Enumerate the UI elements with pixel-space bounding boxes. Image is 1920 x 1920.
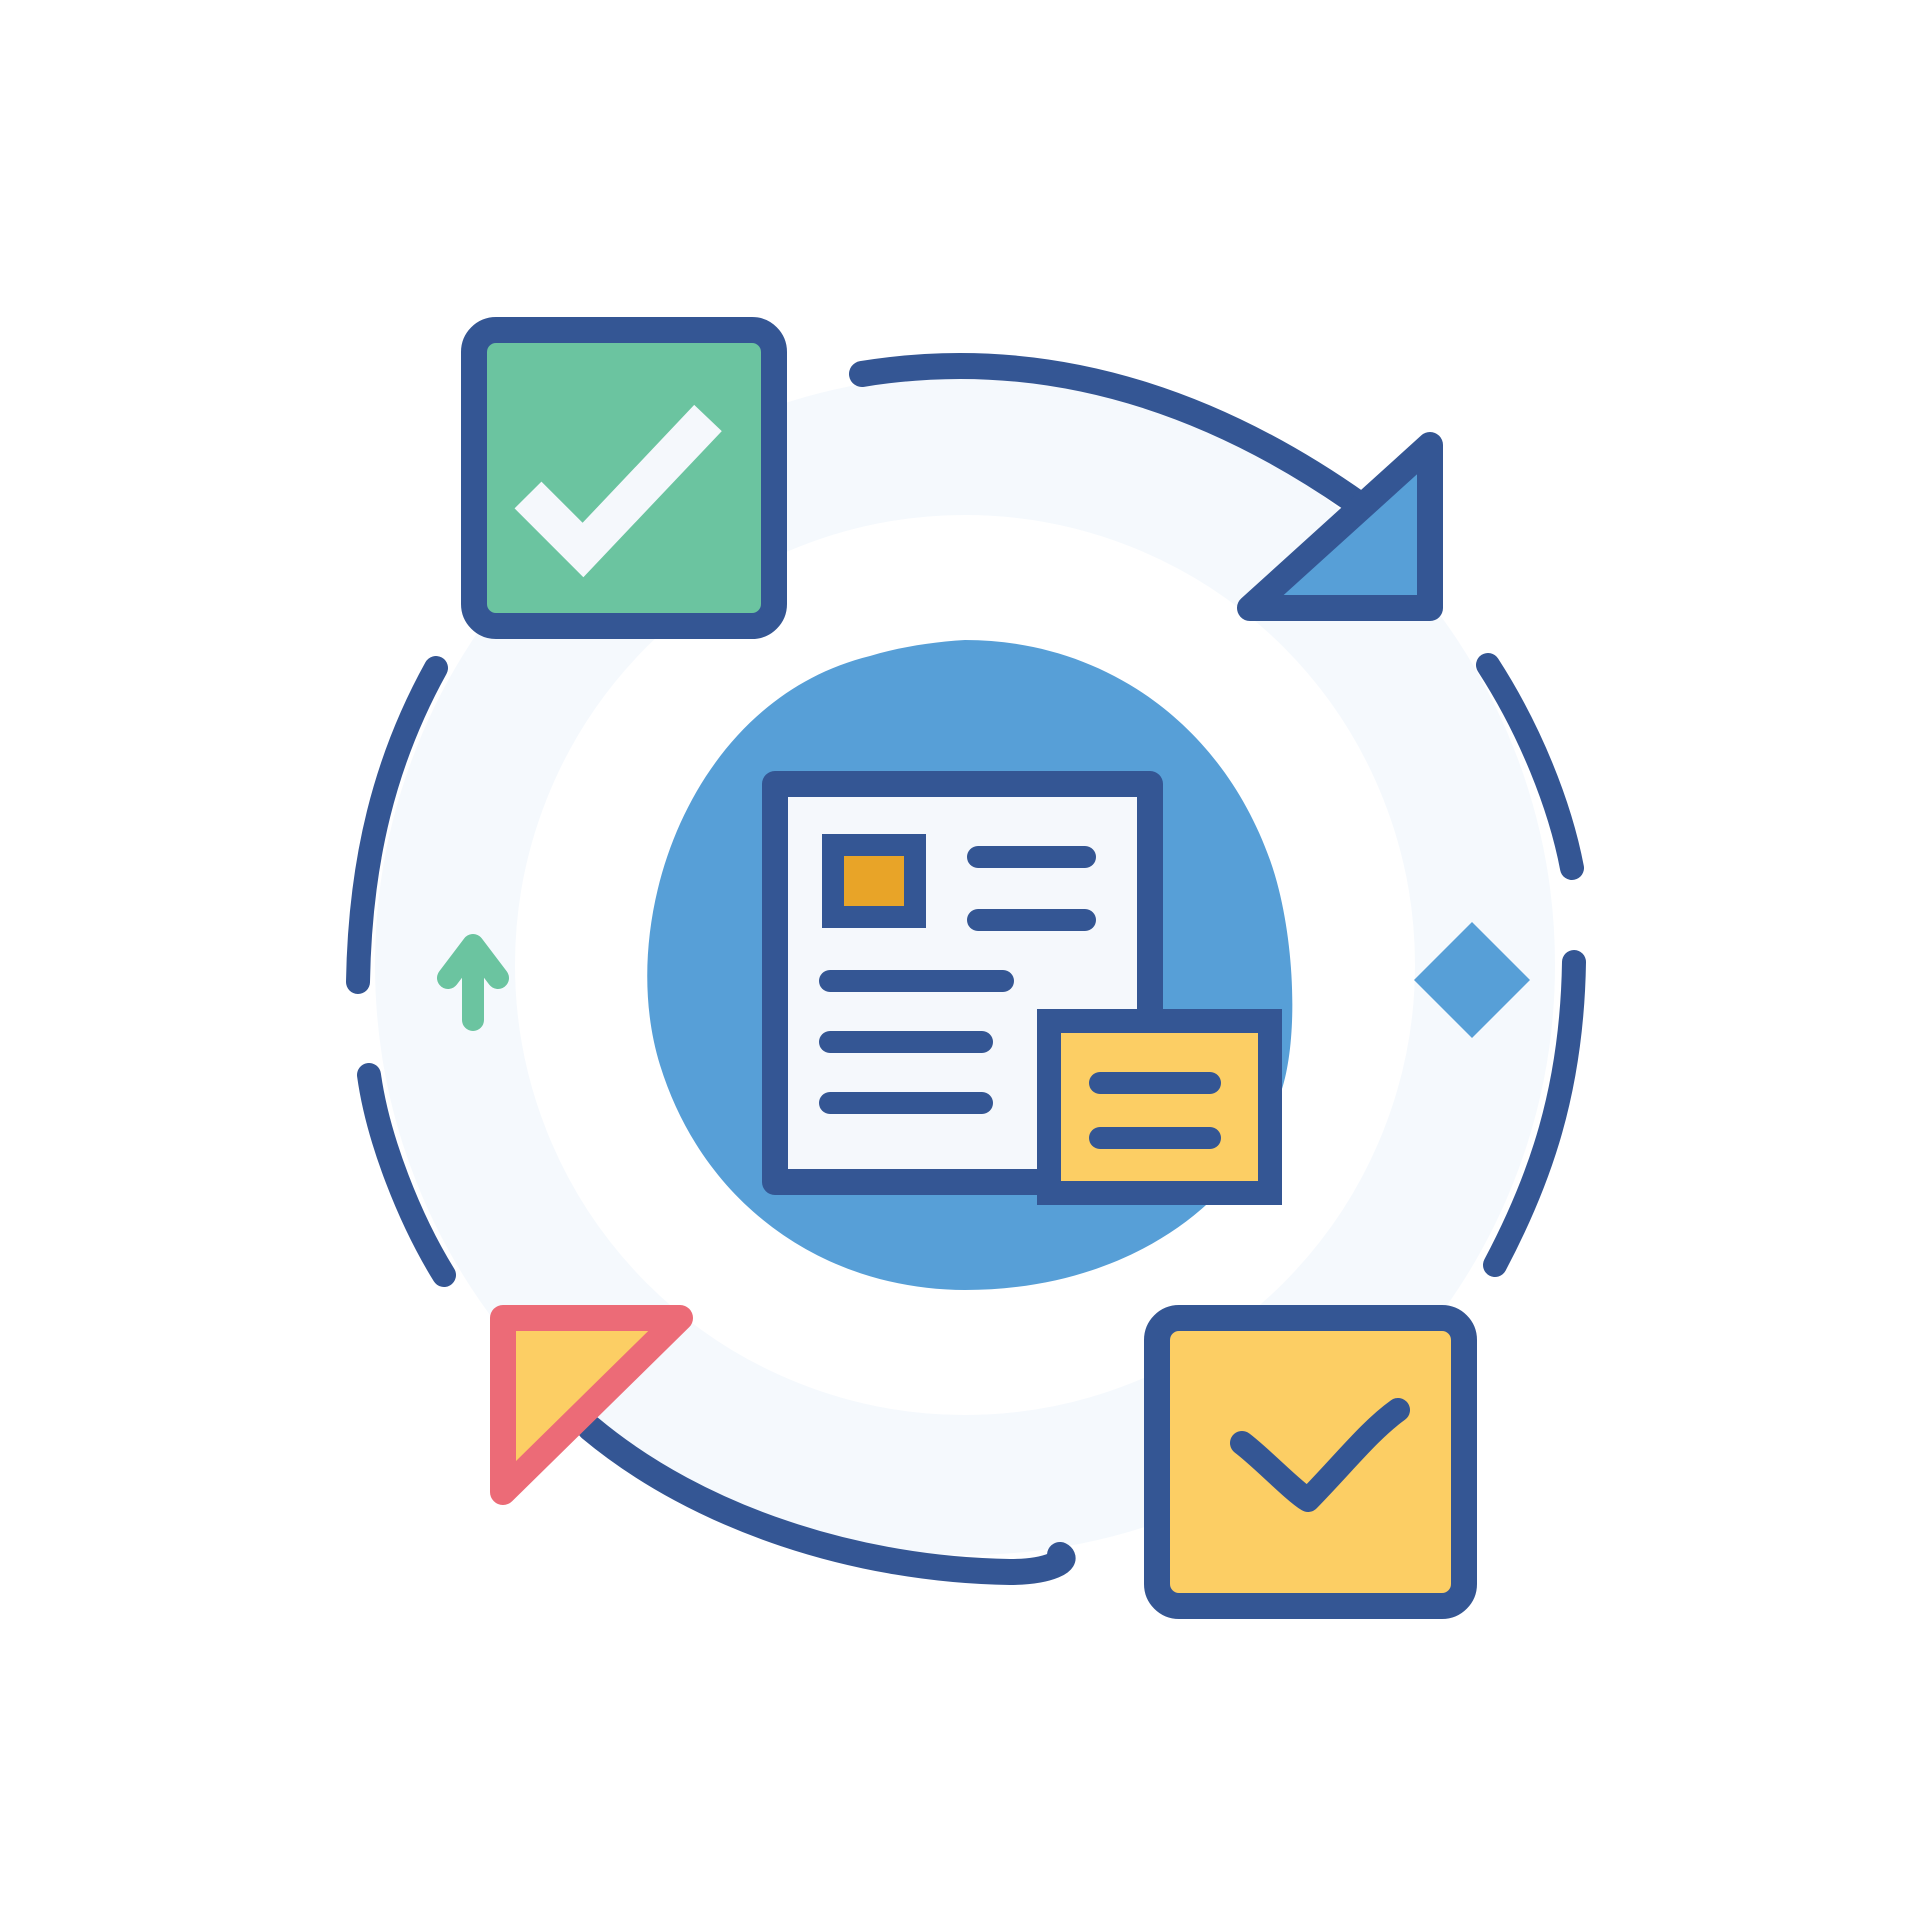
green-checkbox-icon (461, 317, 787, 639)
bottom-cycle-arc (577, 1415, 1076, 1586)
blue-arrowhead-icon (1237, 432, 1443, 621)
check-mark-icon (1230, 1398, 1410, 1512)
blue-diamond-icon (1414, 922, 1530, 1038)
right-dash-bottom (1483, 950, 1586, 1277)
green-up-arrow-icon (437, 934, 509, 1031)
document-thumbnail (822, 834, 926, 928)
top-cycle-arc (849, 352, 1373, 518)
left-dash-top (346, 656, 448, 994)
check-mark-icon (514, 404, 722, 578)
red-arrowhead-icon (490, 1305, 693, 1505)
sticky-note-icon (1037, 1009, 1282, 1205)
left-dash-bottom (357, 1063, 456, 1287)
right-dash-top (1476, 653, 1584, 880)
yellow-checkbox-icon (1144, 1305, 1477, 1619)
